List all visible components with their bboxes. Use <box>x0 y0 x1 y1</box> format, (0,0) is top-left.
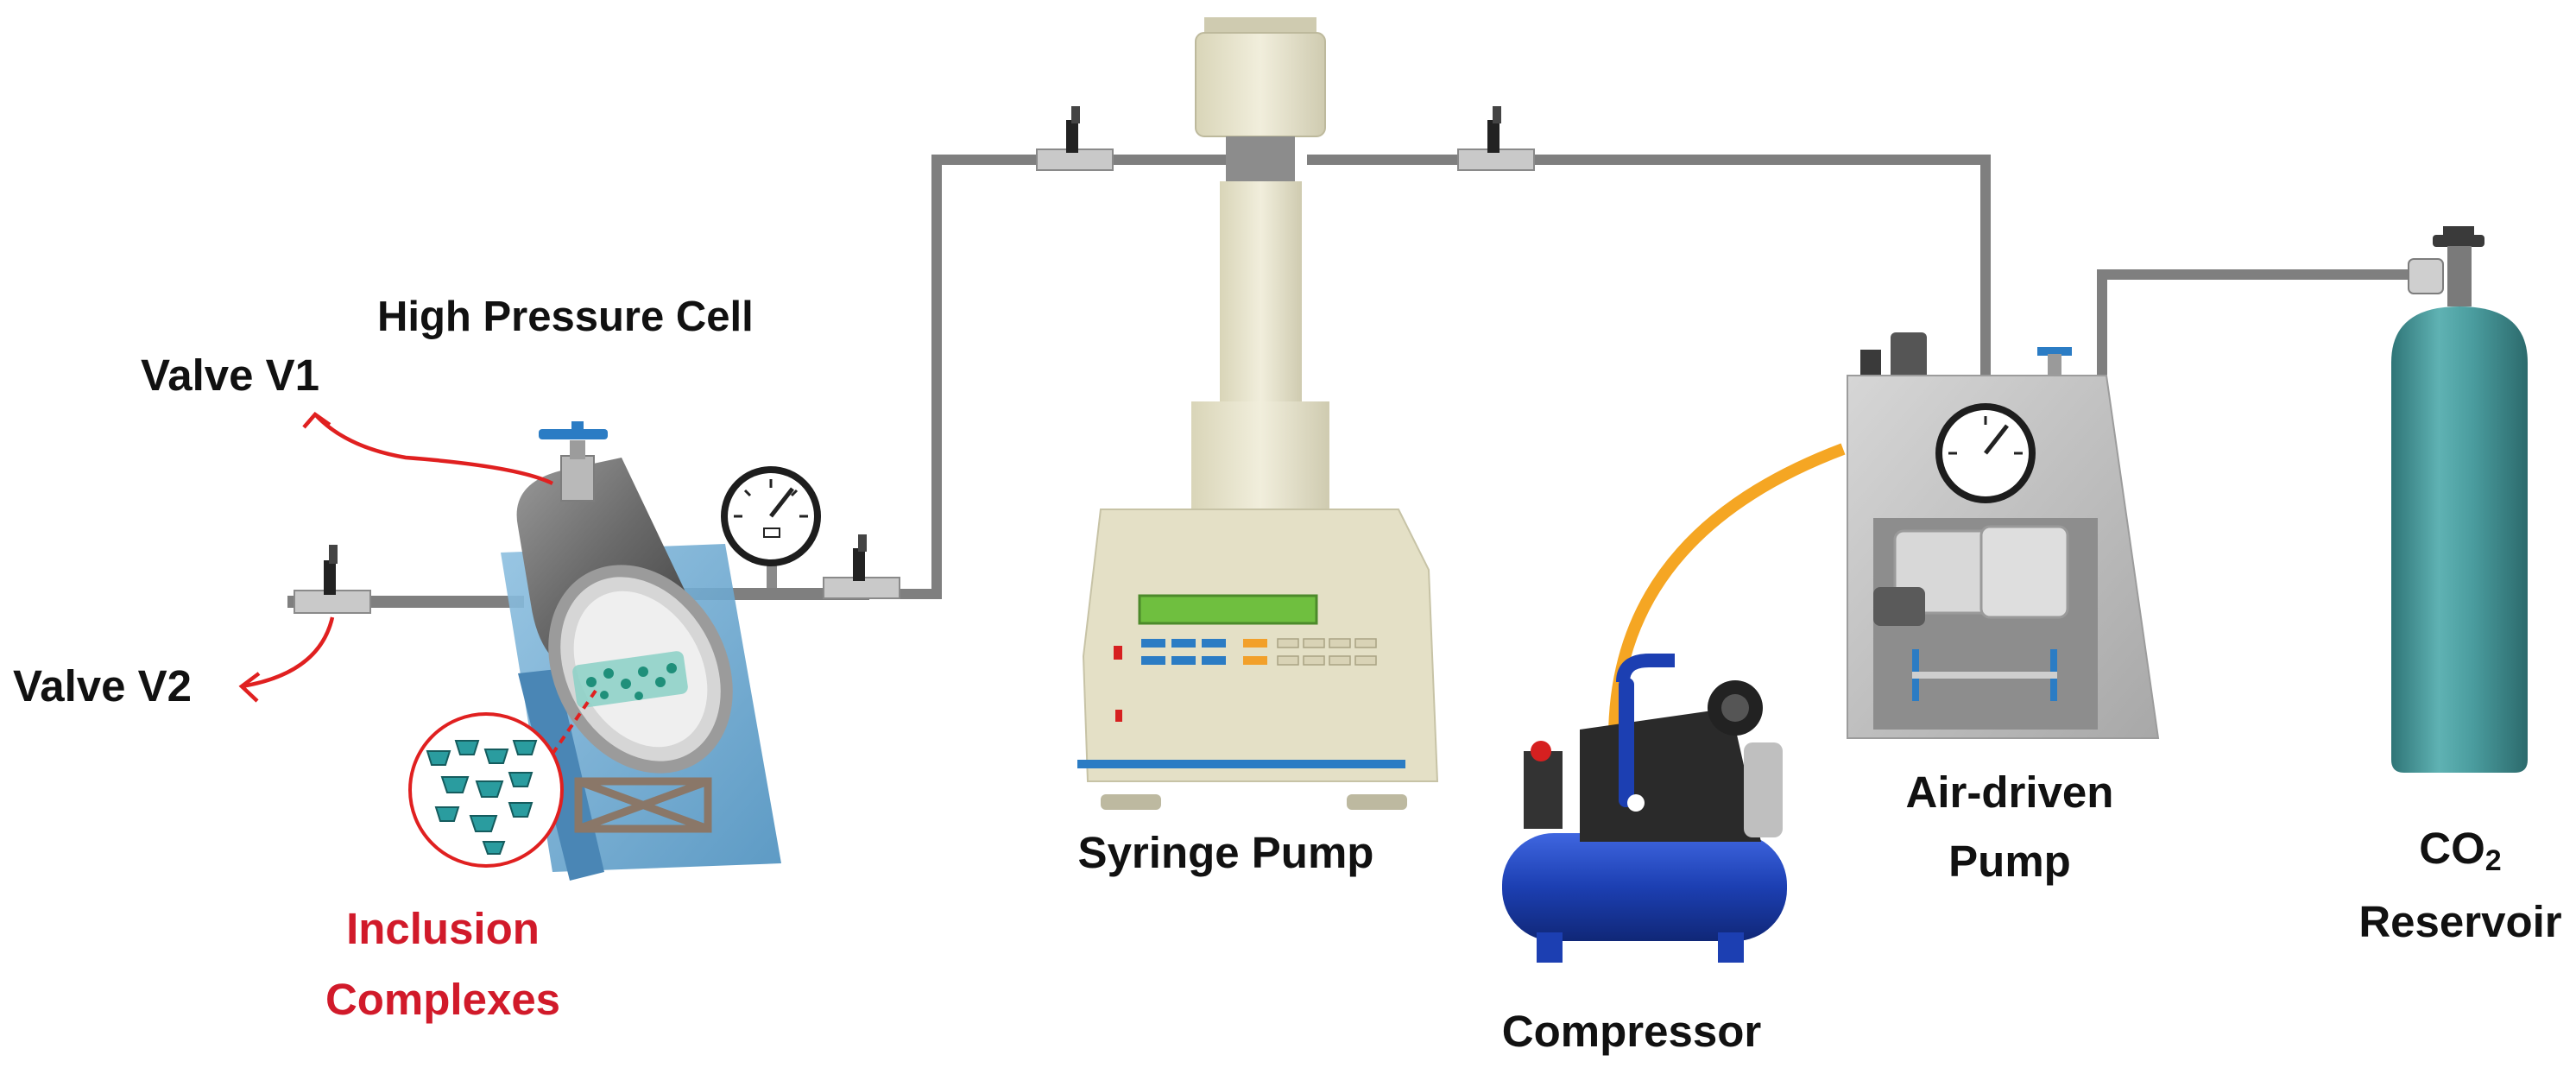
inclusion-complex-cluster-icon <box>426 740 538 855</box>
line-valve-icon <box>1457 106 1535 171</box>
arrow-to-valve-v1 <box>313 413 554 486</box>
compressor <box>1502 654 1787 963</box>
label-high-pressure-cell: High Pressure Cell <box>377 294 754 340</box>
label-complexes: Complexes <box>325 975 560 1024</box>
keypad <box>1114 638 1377 722</box>
pipe-syringe-to-airpump <box>1307 155 1991 411</box>
line-valve-icon <box>1036 106 1114 171</box>
label-co2: CO2 <box>2419 824 2501 877</box>
label-inclusion: Inclusion <box>346 904 540 953</box>
air-driven-pump <box>1608 332 2160 739</box>
co2-reservoir <box>2391 226 2528 773</box>
label-compressor: Compressor <box>1502 1007 1762 1056</box>
line-valve-icon <box>823 534 900 599</box>
label-air-driven: Air-driven <box>1906 768 2114 817</box>
co2-subscript: 2 <box>2485 844 2502 877</box>
dashed-link-inclusion <box>538 689 597 774</box>
cell-pressure-gauge-icon <box>721 466 821 588</box>
high-pressure-cell <box>501 421 781 881</box>
label-reservoir: Reservoir <box>2358 897 2561 946</box>
valve-v1-icon <box>539 421 608 502</box>
arrow-to-valve-v2 <box>241 616 335 689</box>
label-valve-v2: Valve V2 <box>13 661 192 711</box>
valve-v2-icon <box>294 545 371 614</box>
label-syringe-pump: Syringe Pump <box>1078 828 1374 877</box>
syringe-pump <box>1077 17 1439 810</box>
label-pump: Pump <box>1948 837 2071 886</box>
label-valve-v1: Valve V1 <box>141 351 319 400</box>
co2-base: CO <box>2419 824 2485 873</box>
pipe-airpump-to-reservoir <box>2097 269 2431 383</box>
